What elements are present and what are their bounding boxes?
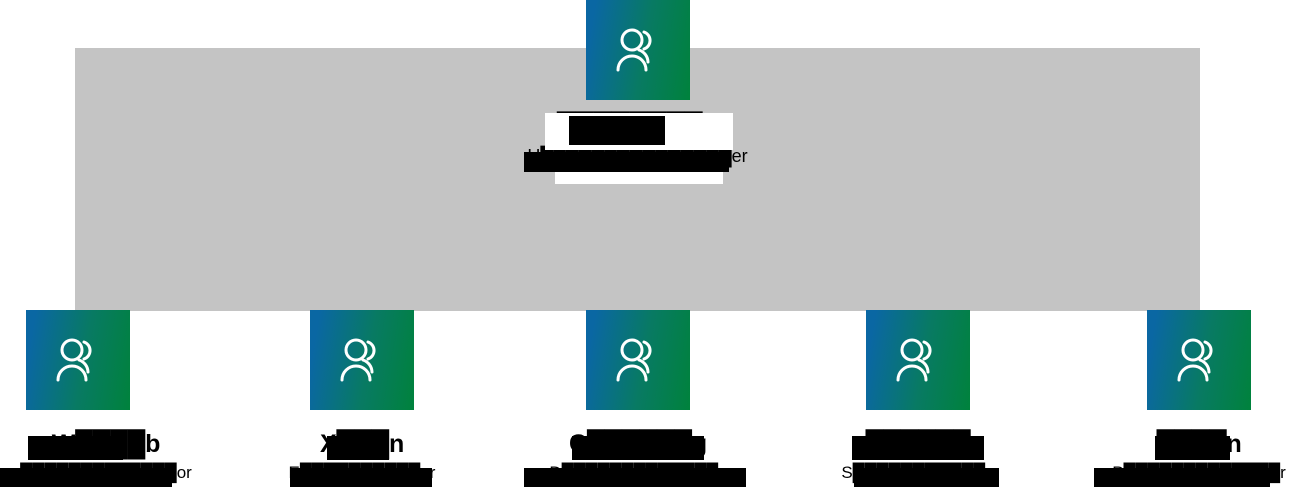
node-label-report-4: ██████ S███████████n	[762, 430, 1074, 482]
node-name-root: ████████n	[556, 111, 719, 141]
two-people-icon	[334, 336, 390, 384]
node-tile-report-3[interactable]	[586, 310, 690, 410]
node-name-report-3: C██████g	[569, 430, 707, 458]
node-label-root: ████████n H███████████████er	[430, 113, 845, 165]
two-people-icon	[890, 336, 946, 384]
node-tile-report-4[interactable]	[866, 310, 970, 410]
node-tile-report-5[interactable]	[1147, 310, 1251, 410]
two-people-icon	[610, 26, 666, 74]
node-title-root: H███████████████er	[527, 146, 748, 166]
node-tile-report-1[interactable]	[26, 310, 130, 410]
node-tile-root[interactable]	[586, 0, 690, 100]
node-label-report-2: X███n E██████████or	[206, 430, 518, 482]
node-tile-report-2[interactable]	[310, 310, 414, 410]
two-people-icon	[50, 336, 106, 384]
node-title-report-2: E██████████or	[288, 463, 436, 482]
node-name-report-2: X███n	[319, 430, 405, 458]
node-label-report-3: C██████g D█████████████s	[482, 430, 794, 482]
two-people-icon	[610, 336, 666, 384]
node-name-report-4: ██████	[865, 430, 971, 458]
two-people-icon	[1171, 336, 1227, 384]
node-title-report-3: D█████████████s	[549, 463, 727, 482]
node-label-report-5: ████n P█████████████r	[1043, 430, 1300, 482]
node-title-report-4: S███████████n	[841, 463, 995, 482]
node-title-report-5: P█████████████r	[1112, 463, 1286, 482]
node-name-report-5: ████n	[1156, 430, 1242, 458]
